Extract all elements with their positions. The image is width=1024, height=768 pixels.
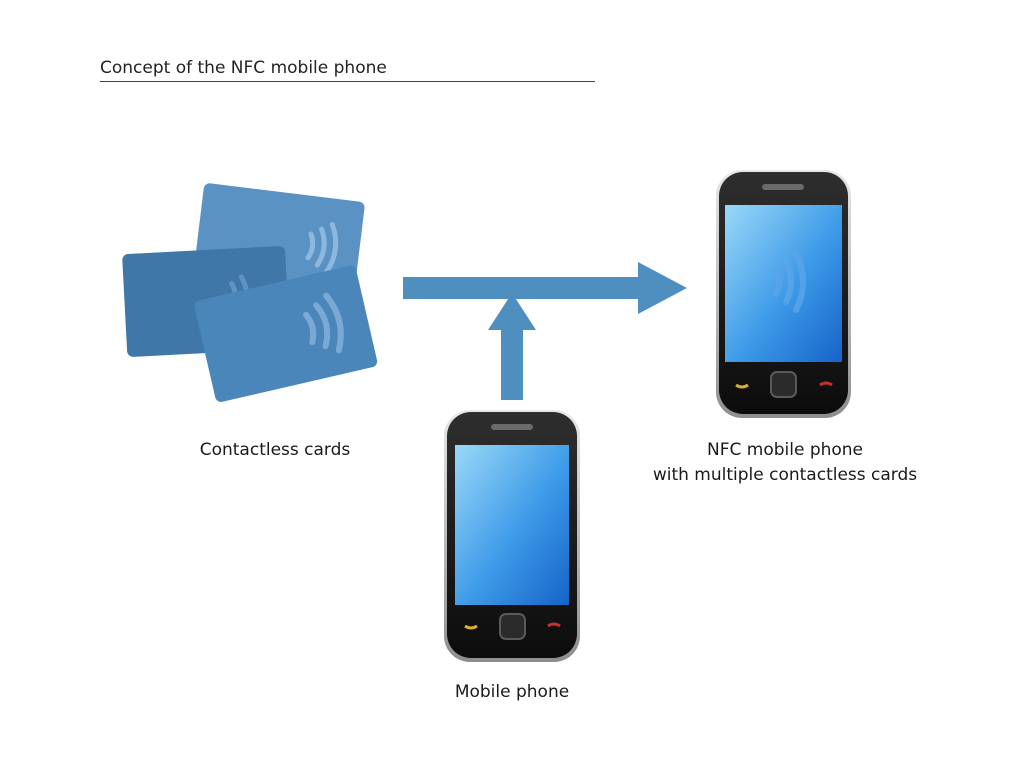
mobile-phone-label-text: Mobile phone (454, 682, 570, 702)
nfc-mobile-phone-illustration (716, 170, 851, 418)
nfc-mobile-phone-label: NFC mobile phone with multiple contactle… (620, 438, 950, 488)
call-icon (735, 383, 749, 389)
nfc-label-line2: with multiple contactless cards (652, 465, 918, 485)
mobile-phone-label: Mobile phone (400, 680, 624, 705)
arrow-from-mobile-phone (488, 293, 536, 400)
contactless-cards-label: Contactless cards (170, 438, 380, 463)
nfc-label-line1: NFC mobile phone (706, 440, 864, 460)
end-call-icon (819, 381, 833, 387)
card-front (194, 265, 378, 402)
contactless-cards-illustration (122, 183, 378, 402)
diagram-title: Concept of the NFC mobile phone (100, 58, 595, 82)
contactless-icon (302, 292, 344, 354)
end-call-icon (547, 622, 561, 628)
nav-button-icon (499, 613, 526, 640)
contactless-icon (773, 251, 806, 313)
call-icon (464, 624, 478, 630)
contactless-icon (305, 222, 339, 275)
mobile-phone-illustration (444, 410, 580, 662)
arrow-to-nfc-phone (403, 262, 687, 314)
nav-button-icon (770, 371, 797, 398)
contactless-cards-label-text: Contactless cards (199, 440, 351, 460)
